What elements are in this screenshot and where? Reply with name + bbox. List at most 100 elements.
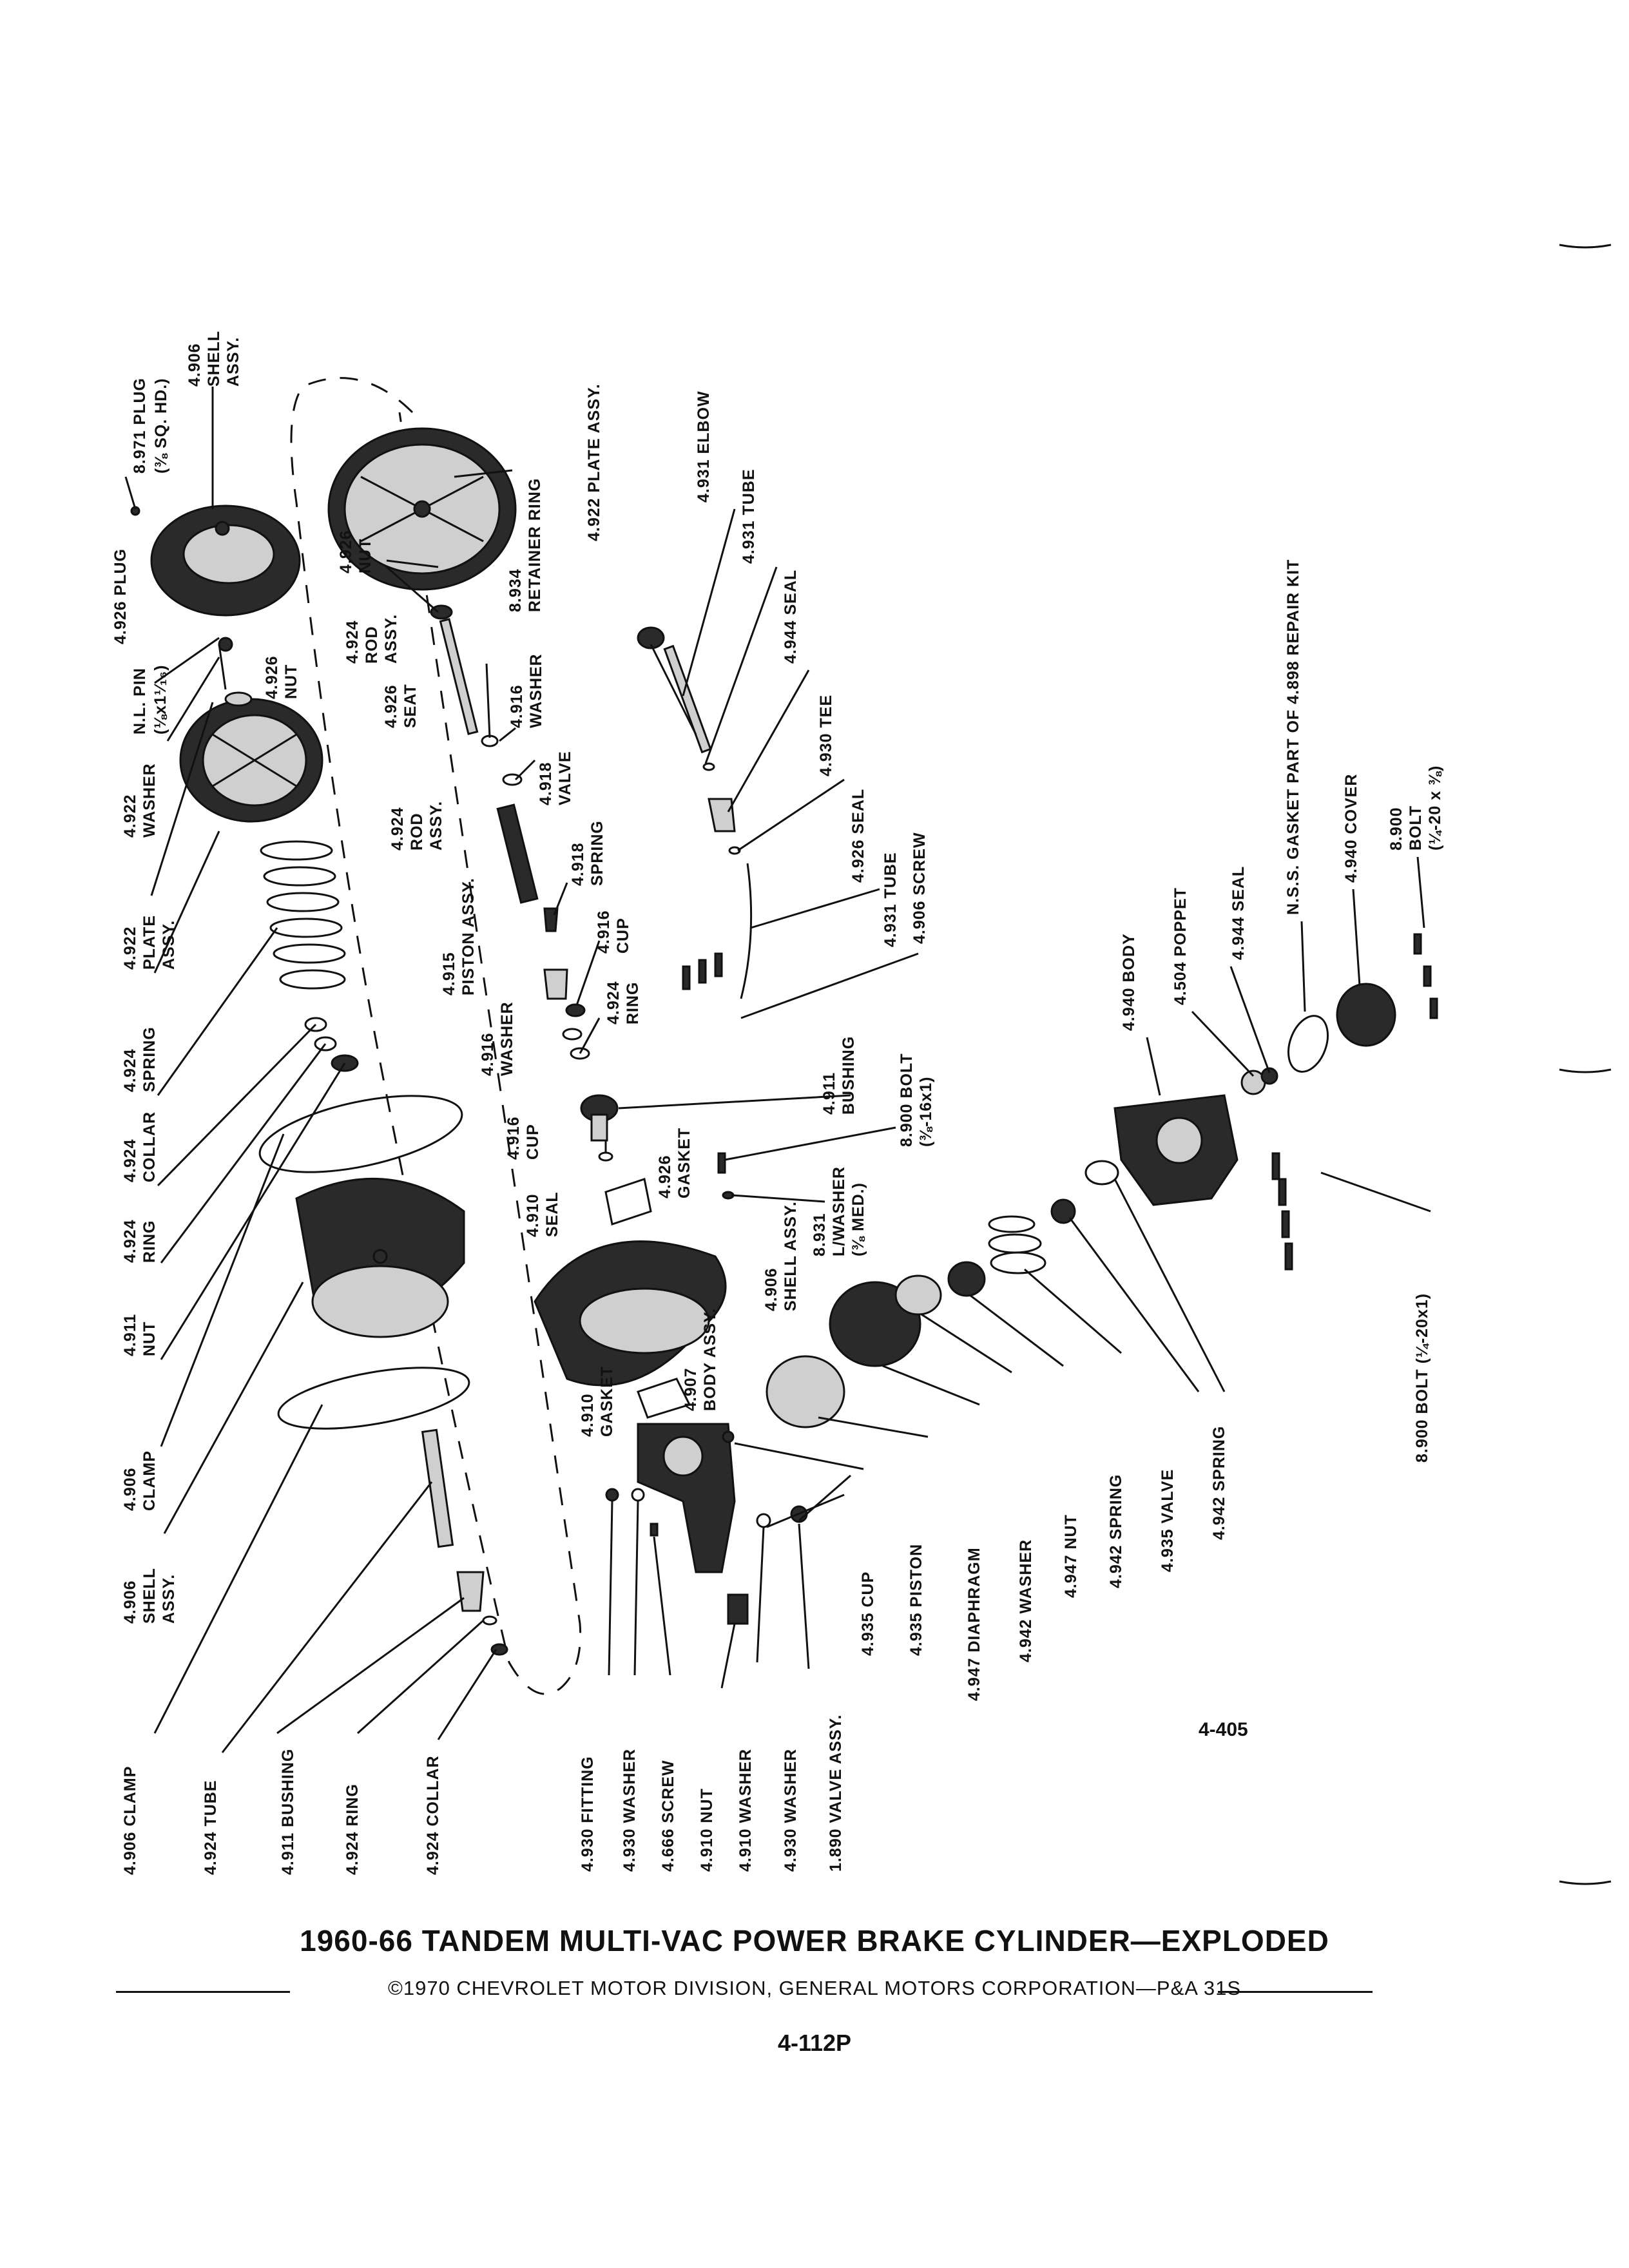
label-12: 4.922: [121, 926, 139, 970]
tube-part: [421, 1428, 454, 1548]
label-83: 4.910 WASHER: [737, 1749, 755, 1872]
body-assembly: [637, 1423, 736, 1573]
label-27: ASSY.: [160, 1574, 178, 1624]
label-11: WASHER: [140, 763, 159, 838]
tube-upper-part: [663, 644, 712, 754]
label-106: 8.900: [1387, 807, 1405, 850]
label-45: 4.918: [537, 762, 555, 805]
label-17: 4.924: [121, 1139, 139, 1182]
front-plate-assembly: [179, 698, 323, 823]
return-spring: [260, 840, 346, 990]
valve-small-part: [1050, 1198, 1076, 1224]
front-shell-assembly: [150, 505, 301, 652]
label-38: 4.924: [343, 620, 361, 664]
label-76: BODY ASSY.: [701, 1308, 719, 1411]
rear-shell-assembly: [295, 1177, 465, 1338]
rod-assembly-part: [439, 618, 479, 735]
collar-part: [304, 1017, 327, 1032]
label-105: 4.940 COVER: [1342, 774, 1360, 883]
label-100: 4.906 SCREW: [911, 832, 929, 944]
small-ring-part: [482, 1615, 497, 1626]
label-97: 4.930 TEE: [817, 695, 835, 776]
label-89: 4.942 WASHER: [1017, 1539, 1035, 1662]
label-41: 4.926: [382, 684, 400, 728]
label-28: 4.906 CLAMP: [121, 1766, 139, 1875]
rule-left: [116, 1991, 290, 1993]
washer-disc-part: [894, 1274, 942, 1316]
part-labels: 8.971 PLUG (⅜ SQ. HD.) 4.906 SHELL ASSY.…: [111, 331, 1444, 1875]
label-16: SPRING: [140, 1026, 159, 1092]
label-98: 4.926 SEAL: [849, 789, 867, 883]
label-34: 8.934: [506, 568, 525, 612]
label-99: 4.931 TUBE: [882, 852, 900, 947]
screw-part: [650, 1523, 659, 1537]
label-46: VALVE: [556, 751, 574, 805]
label-65: GASKET: [675, 1128, 693, 1198]
cup-part: [565, 1003, 586, 1017]
label-30: 4.911 BUSHING: [279, 1749, 297, 1875]
label-93: 4.942 SPRING: [1210, 1426, 1228, 1540]
bushing-part: [456, 1571, 485, 1612]
label-78: GASKET: [598, 1366, 616, 1437]
label-62: 4.910: [524, 1193, 542, 1237]
label-80: 4.930 WASHER: [621, 1749, 639, 1872]
label-0: 8.971 PLUG: [131, 378, 149, 474]
seal-gasket-part: [604, 1178, 652, 1225]
label-43: 4.916: [508, 684, 526, 728]
ring-part-mid: [570, 1047, 590, 1060]
cover-bolts: [1413, 933, 1438, 1019]
label-22: NUT: [140, 1321, 159, 1356]
page-number: 4-112P: [777, 2030, 852, 2056]
margin-mark-top: [1559, 244, 1612, 249]
label-95: 4.931 TUBE: [740, 468, 758, 564]
label-61: CUP: [524, 1124, 542, 1160]
label-31: 4.924 RING: [343, 1783, 361, 1875]
label-87: 4.935 PISTON: [907, 1544, 925, 1656]
label-75: 4.907: [682, 1367, 700, 1411]
elbow-part: [637, 626, 665, 649]
margin-mark-bottom: [1559, 1880, 1612, 1885]
label-44: WASHER: [527, 653, 545, 728]
bushing-assembly: [580, 1094, 619, 1142]
washer-lower-part: [756, 1513, 771, 1528]
label-8: 4.926: [263, 655, 281, 699]
label-35: RETAINER RING: [526, 478, 544, 612]
label-10: 4.922: [121, 794, 139, 838]
screw-cluster: [682, 952, 723, 990]
label-91: 4.942 SPRING: [1107, 1474, 1125, 1588]
label-92: 4.935 VALVE: [1159, 1469, 1177, 1572]
label-24: CLAMP: [140, 1450, 159, 1511]
label-5: 4.926 PLUG: [111, 548, 130, 644]
label-59: RING: [624, 982, 642, 1025]
label-86: 4.935 CUP: [859, 1571, 877, 1656]
page-title: 1960-66 TANDEM MULTI-VAC POWER BRAKE CYL…: [300, 1924, 1329, 1957]
seal-tiny-part: [702, 762, 715, 771]
figure-number: 4-405: [1199, 1719, 1248, 1740]
label-102: 4.504 POPPET: [1171, 887, 1190, 1005]
label-25: 4.906: [121, 1580, 139, 1624]
label-57: WASHER: [498, 1001, 516, 1076]
clamp-part: [258, 1095, 463, 1173]
label-94: 4.931 ELBOW: [695, 390, 713, 503]
label-64: 4.926: [656, 1155, 674, 1198]
label-49: ASSY.: [427, 801, 445, 850]
tube-curve-part: [740, 863, 753, 999]
label-39: ROD: [363, 626, 381, 664]
label-23: 4.906: [121, 1467, 139, 1511]
label-56: 4.916: [479, 1032, 497, 1076]
label-19: 4.924: [121, 1219, 139, 1263]
label-37: NUT: [356, 539, 374, 573]
piston-assembly-part: [543, 968, 568, 1000]
label-104: N.S.S. GASKET PART OF 4.898 REPAIR KIT: [1284, 559, 1302, 915]
label-7: (⅛x1¹⁄₁₆): [151, 665, 169, 735]
label-52: 4.915: [440, 952, 458, 995]
ring-part: [314, 1036, 337, 1052]
gasket-ring-part: [1287, 1015, 1329, 1073]
margin-mark-mid: [1559, 1068, 1612, 1073]
tee-part: [708, 798, 736, 832]
label-67: (⅜-16x1): [917, 1077, 935, 1147]
lower-clamp-part: [277, 1367, 470, 1430]
nut-part-upper: [430, 604, 453, 620]
label-18: COLLAR: [140, 1111, 159, 1182]
